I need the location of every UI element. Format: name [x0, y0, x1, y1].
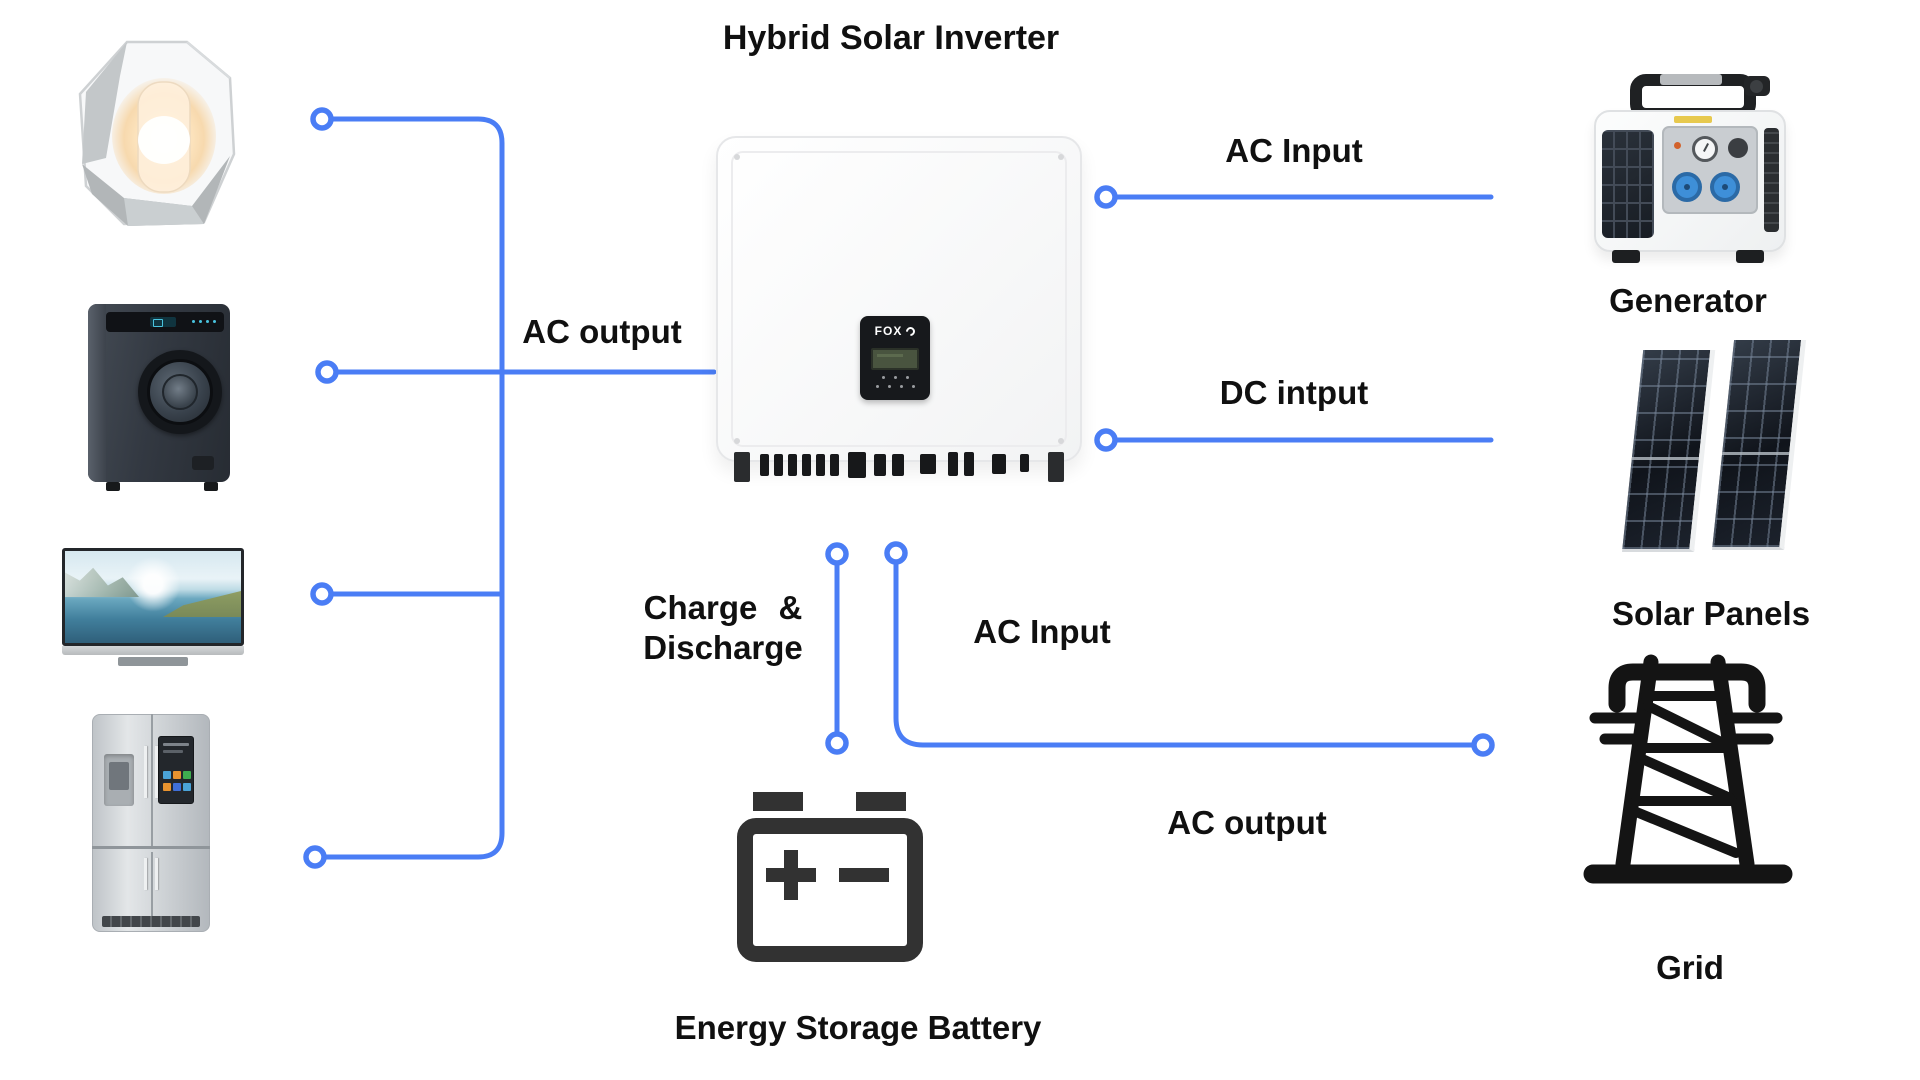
label-ac-output-grid: AC output — [1167, 804, 1327, 841]
grid-tower-icon — [1583, 654, 1793, 884]
node-tv — [310, 582, 334, 606]
tv-screen — [62, 548, 244, 646]
generator-control-panel — [1662, 126, 1758, 214]
screw-icon — [734, 154, 740, 160]
washer-door — [138, 350, 222, 434]
screw-icon — [1058, 438, 1064, 444]
label-charge-line2: Discharge — [643, 628, 803, 666]
node-acgrid-right — [1471, 733, 1495, 757]
label-solar-panels: Solar Panels — [1611, 595, 1811, 632]
inverter-connectors — [716, 452, 1082, 488]
node-charge-top — [825, 542, 849, 566]
node-lamp — [310, 107, 334, 131]
washer-control-panel — [106, 312, 224, 332]
wire-appliances-trunk — [321, 116, 505, 860]
label-dc-input-solar: DC intput — [1219, 374, 1369, 411]
label-charge-line1: Charge & — [643, 589, 803, 626]
node-charge-bottom — [825, 731, 849, 755]
page-title: Hybrid Solar Inverter — [722, 19, 1060, 57]
label-ac-output-left: AC output — [522, 313, 682, 350]
label-energy-storage-battery: Energy Storage Battery — [674, 1009, 1042, 1046]
solar-panels-icon — [1618, 338, 1807, 564]
inverter-lcd-screen — [871, 348, 919, 370]
generator-icon — [1594, 74, 1794, 266]
generator-side-grille — [1602, 130, 1654, 238]
table-lamp-icon — [78, 40, 236, 226]
label-generator: Generator — [1609, 282, 1767, 319]
fox-logo-icon — [904, 324, 918, 338]
node-washer — [315, 360, 339, 384]
label-ac-input-battery: AC Input — [973, 613, 1111, 650]
storage-battery-icon — [737, 792, 923, 962]
refrigerator-icon — [88, 710, 214, 946]
inverter-buttons — [860, 376, 930, 388]
inverter-display-panel: FOX — [860, 316, 930, 400]
node-acgrid-top — [884, 541, 908, 565]
hybrid-inverter-image: FOX — [716, 136, 1082, 488]
inverter-body: FOX — [716, 136, 1082, 462]
label-grid: Grid — [1656, 949, 1724, 986]
fridge-smart-screen — [158, 736, 194, 804]
node-fridge — [303, 845, 327, 869]
television-icon — [62, 548, 248, 670]
label-ac-input-generator: AC Input — [1225, 132, 1363, 169]
wire-ac-grid — [893, 559, 1477, 748]
fox-brand-text: FOX — [874, 324, 903, 338]
label-charge-discharge: Charge & Discharge — [643, 588, 803, 667]
screw-icon — [1058, 154, 1064, 160]
washing-machine-icon — [76, 298, 244, 494]
node-dc-input-left — [1094, 428, 1118, 452]
fridge-water-dispenser — [104, 754, 134, 806]
screw-icon — [734, 438, 740, 444]
inverter-panel-seam — [731, 151, 1067, 447]
node-ac-input-left — [1094, 185, 1118, 209]
